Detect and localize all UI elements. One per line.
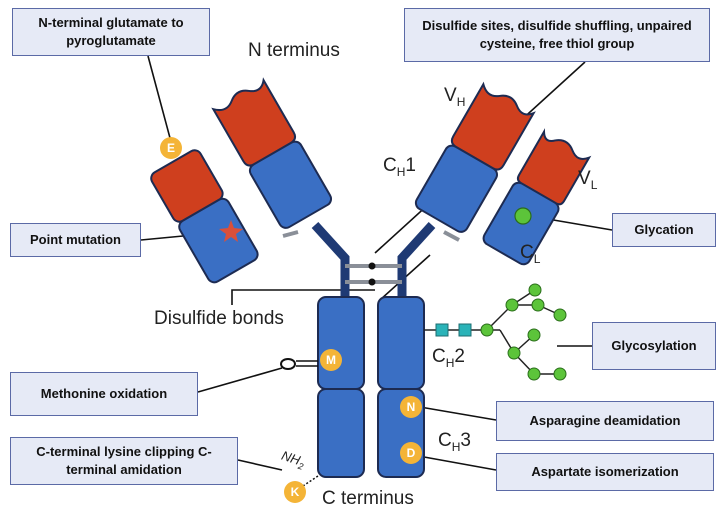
vl-label: VL (578, 168, 598, 192)
leader-lines (140, 55, 613, 471)
left-fab (150, 149, 259, 284)
fc-region (317, 296, 425, 478)
lysine-badge: K (284, 481, 306, 503)
left-ch1-domain (248, 140, 333, 229)
leader-aspartate (412, 454, 497, 471)
glycation-dot (514, 207, 532, 225)
disulfide-bonds-lines (282, 230, 460, 284)
asparagine-deamidation-box: Asparagine deamidation (496, 401, 714, 441)
right-heavy-fab (414, 81, 536, 233)
n-terminus-label: N terminus (248, 40, 340, 61)
methionine-badge: M (320, 349, 342, 371)
oxygen-symbol (280, 358, 296, 370)
fc-right-ch2 (377, 296, 425, 390)
vh-label: VH (444, 85, 466, 109)
glycosylation-box: Glycosylation (592, 322, 716, 370)
hinge-region (311, 221, 436, 302)
leader-c-terminal (237, 459, 283, 471)
methionine-oxidation-box: Methonine oxidation (10, 372, 198, 416)
asparagine-badge: N (400, 396, 422, 418)
c-terminus-label: C terminus (322, 488, 414, 509)
aspartate-badge: D (400, 442, 422, 464)
ch3-label: CH3 (438, 430, 471, 454)
disulfide-dot-1 (368, 262, 376, 270)
left-cl-domain (178, 197, 259, 284)
point-mutation-box: Point mutation (10, 223, 141, 257)
hinge-left-arm (311, 221, 350, 302)
leader-methionine (197, 367, 283, 393)
ch1-label: CH1 (383, 155, 416, 179)
glycan-tree (424, 283, 567, 381)
point-mutation-star (219, 220, 243, 242)
glycan-square-1 (435, 323, 449, 337)
right-ch1-domain (414, 144, 499, 233)
cl-label: CL (520, 242, 541, 266)
ch2-label: CH2 (432, 346, 465, 370)
left-heavy-fab (211, 77, 333, 229)
disulfide-sites-box: Disulfide sites, disulfide shuffling, un… (404, 8, 710, 62)
leader-disulfide-bonds (231, 289, 375, 305)
lysine-bond (302, 475, 319, 487)
c-terminal-box: C-terminal lysine clipping C-terminal am… (10, 437, 238, 485)
fc-left-ch2 (317, 296, 365, 390)
leader-n-terminal (147, 55, 171, 139)
n-terminal-box: N-terminal glutamate to pyroglutamate (12, 8, 210, 56)
disulfide-bonds-label: Disulfide bonds (154, 308, 284, 329)
fc-left-ch3 (317, 388, 365, 478)
hinge-right-arm (397, 221, 436, 302)
leader-asparagine (419, 406, 497, 421)
glycation-box: Glycation (612, 213, 716, 247)
glutamate-badge: E (160, 137, 182, 159)
aspartate-isomerization-box: Aspartate isomerization (496, 453, 714, 491)
glycan-square-2 (458, 323, 472, 337)
disulfide-dot-2 (368, 278, 376, 286)
